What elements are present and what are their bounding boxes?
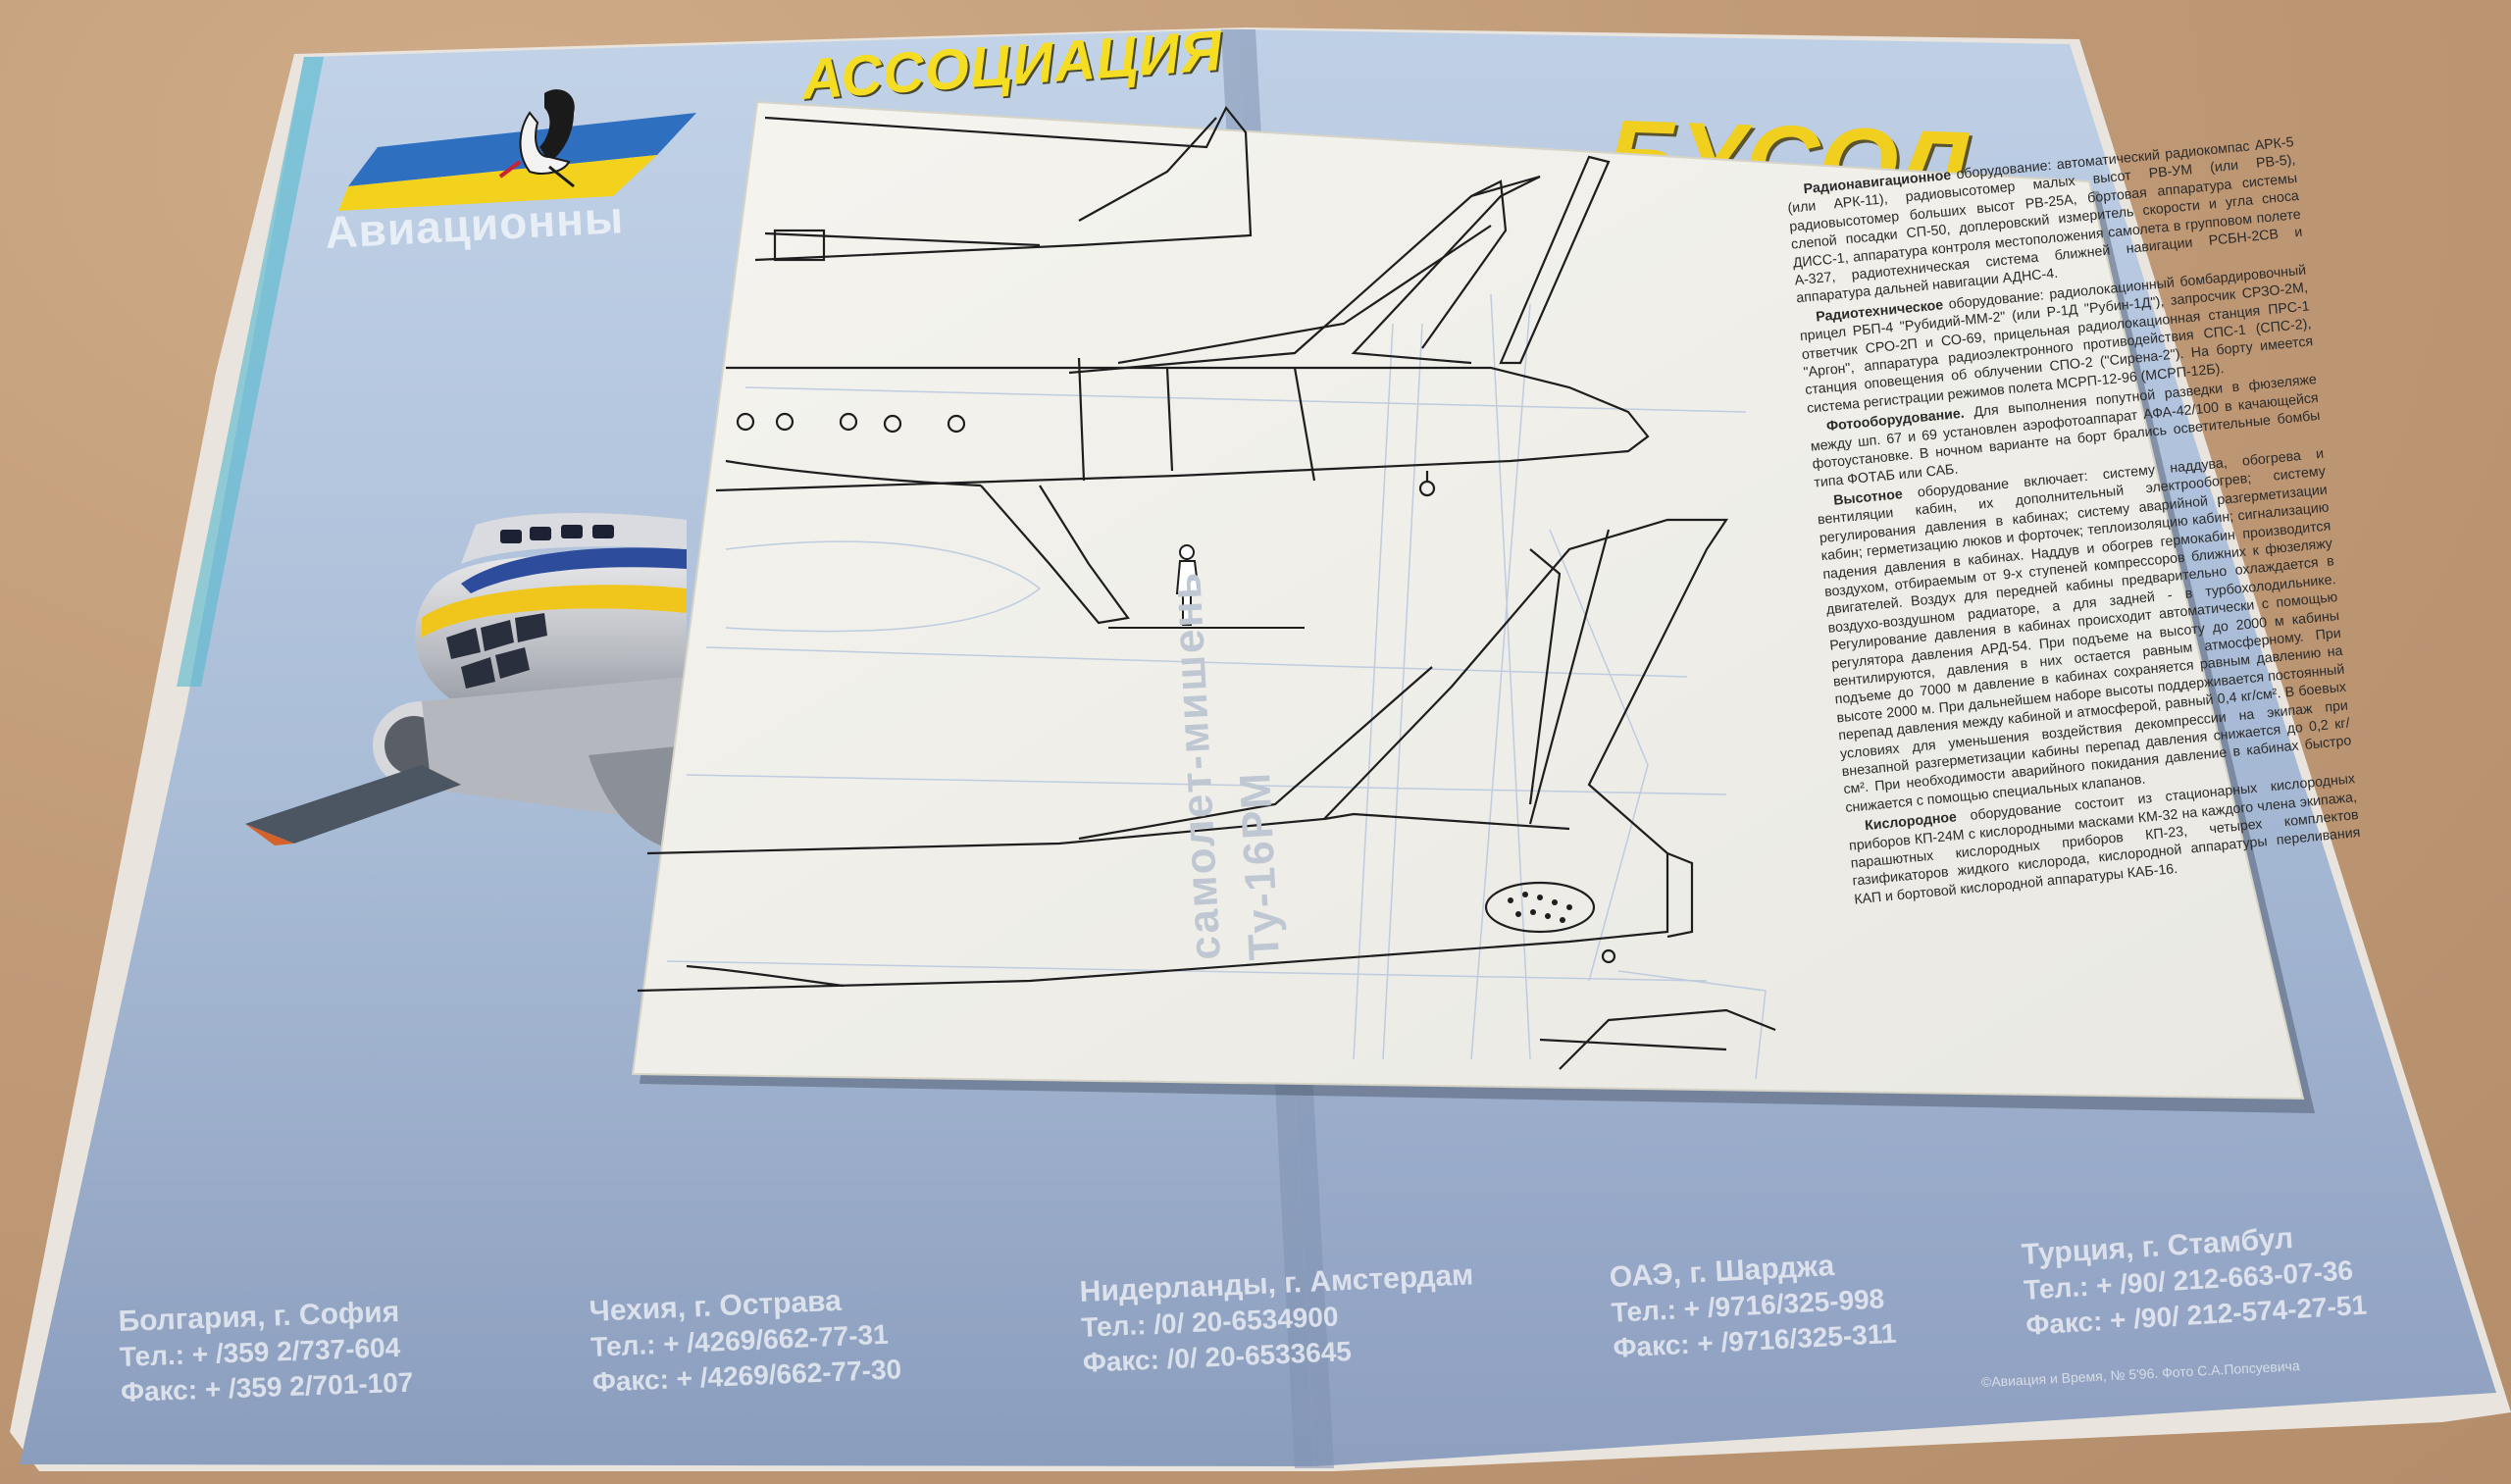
aircraft-drawing-top (715, 105, 1650, 625)
human-scale-figure (1108, 544, 1305, 629)
stork-logo-icon (498, 89, 575, 188)
sheet-paper (631, 100, 2305, 1100)
fuselage-hatch-pattern (1508, 892, 1572, 923)
aircraft-drawing-bottom (637, 518, 1776, 1070)
sheet-text-column: Радионавигационное оборудование: автомат… (1785, 133, 2383, 1119)
aircraft-photo (245, 513, 687, 853)
text-paragraph: Высотное оборудование включает: систему … (1816, 445, 2354, 818)
